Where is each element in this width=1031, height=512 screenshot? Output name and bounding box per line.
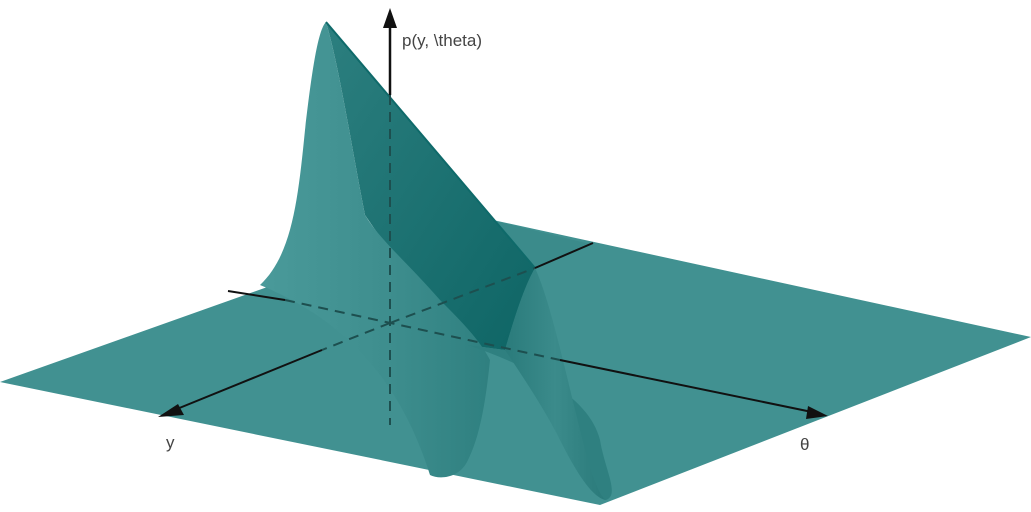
vertical-axis-arrowhead [383,8,397,28]
theta-axis-label: θ [800,435,809,454]
y-axis-arrowhead [158,404,184,417]
y-axis-hidden [321,322,391,351]
vertical-axis-label: p(y, \theta) [402,31,482,50]
valley-front-face [505,268,606,500]
theta-axis-hidden [284,299,561,361]
ridge-top-edge [325,21,536,269]
y-axis-label: y [166,433,175,452]
y-axis-back [534,242,594,269]
y-axis [171,349,323,412]
theta-axis-arrowhead [806,406,828,419]
ridge-front-face [260,22,490,478]
theta-axis [559,359,813,413]
hidden-axes [284,95,561,425]
ridge-back-face [326,22,535,350]
theta-axis-back [227,290,286,301]
y-axis-back-hidden [389,267,536,324]
visible-axes [158,8,828,419]
